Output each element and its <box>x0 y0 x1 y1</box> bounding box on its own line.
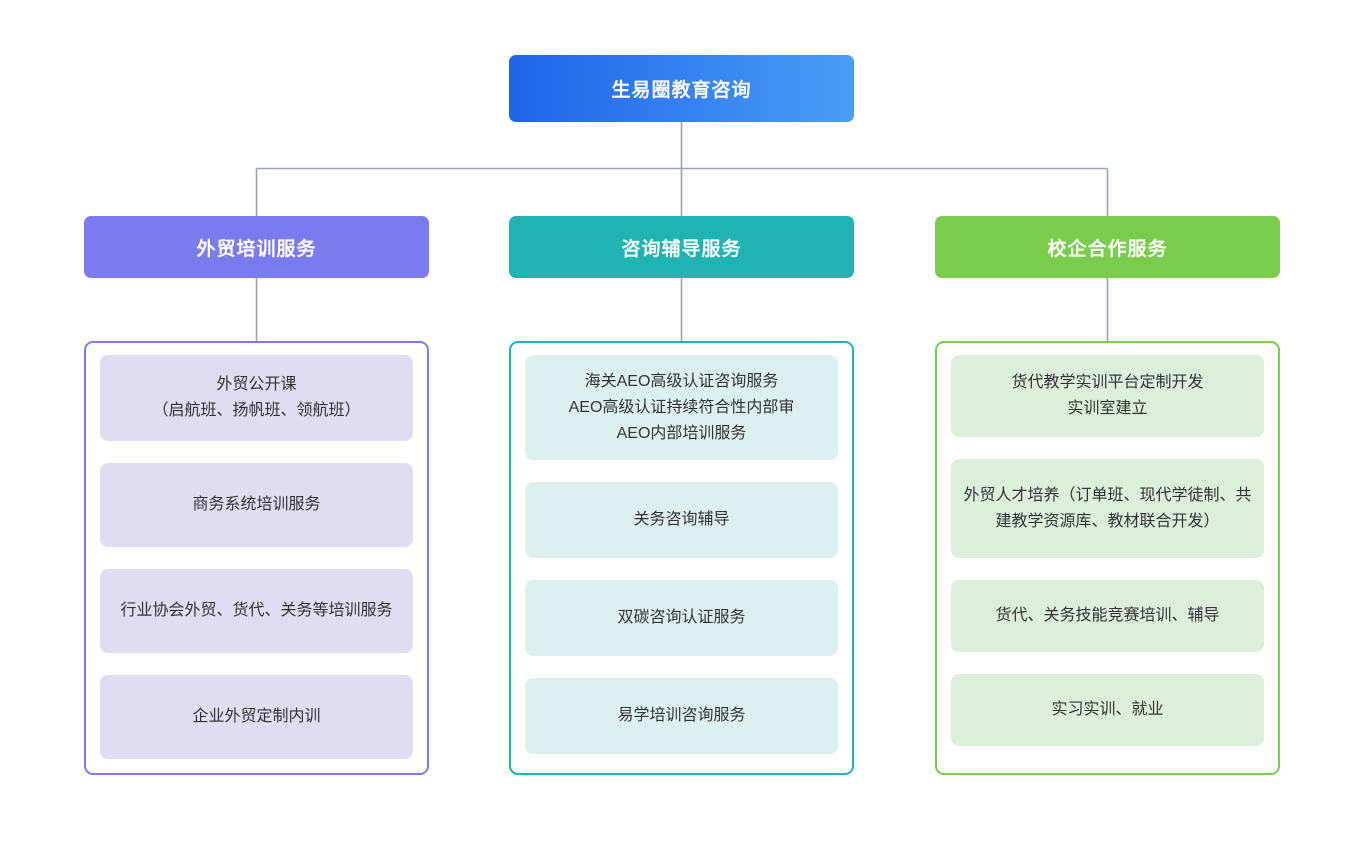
root-node-label: 生易圈教育咨询 <box>611 80 752 101</box>
branch-header-2-label: 咨询辅导服务 <box>621 238 742 260</box>
branch-body-3: 货代教学实训平台定制开发 实训室建立 外贸人才培养（订单班、现代学徒制、共建教学… <box>935 341 1280 775</box>
list-item[interactable]: 商务系统培训服务 <box>100 463 413 547</box>
branch-header-3-label: 校企合作服务 <box>1047 238 1168 260</box>
list-item[interactable]: 行业协会外贸、货代、关务等培训服务 <box>100 569 413 653</box>
branch-column-2: 咨询辅导服务 海关AEO高级认证咨询服务 AEO高级认证持续符合性内部审 AEO… <box>509 216 854 775</box>
branch-body-1: 外贸公开课 （启航班、扬帆班、领航班） 商务系统培训服务 行业协会外贸、货代、关… <box>84 341 429 775</box>
list-item[interactable]: 双碳咨询认证服务 <box>525 580 838 656</box>
list-item[interactable]: 外贸人才培养（订单班、现代学徒制、共建教学资源库、教材联合开发） <box>951 459 1264 558</box>
list-item[interactable]: 关务咨询辅导 <box>525 482 838 558</box>
branch-body-2: 海关AEO高级认证咨询服务 AEO高级认证持续符合性内部审 AEO内部培训服务 … <box>509 341 854 775</box>
root-node[interactable]: 生易圈教育咨询 <box>509 55 854 122</box>
list-item[interactable]: 外贸公开课 （启航班、扬帆班、领航班） <box>100 355 413 441</box>
list-item[interactable]: 易学培训咨询服务 <box>525 678 838 754</box>
list-item[interactable]: 实习实训、就业 <box>951 674 1264 746</box>
list-item[interactable]: 海关AEO高级认证咨询服务 AEO高级认证持续符合性内部审 AEO内部培训服务 <box>525 355 838 460</box>
branch-header-1-label: 外贸培训服务 <box>196 238 317 260</box>
branch-header-2[interactable]: 咨询辅导服务 <box>509 216 854 278</box>
list-item[interactable]: 货代、关务技能竞赛培训、辅导 <box>951 580 1264 652</box>
branch-column-3: 校企合作服务 货代教学实训平台定制开发 实训室建立 外贸人才培养（订单班、现代学… <box>935 216 1280 775</box>
branch-header-3[interactable]: 校企合作服务 <box>935 216 1280 278</box>
branch-header-1[interactable]: 外贸培训服务 <box>84 216 429 278</box>
list-item[interactable]: 货代教学实训平台定制开发 实训室建立 <box>951 355 1264 437</box>
list-item[interactable]: 企业外贸定制内训 <box>100 675 413 759</box>
branch-column-1: 外贸培训服务 外贸公开课 （启航班、扬帆班、领航班） 商务系统培训服务 行业协会… <box>84 216 429 775</box>
